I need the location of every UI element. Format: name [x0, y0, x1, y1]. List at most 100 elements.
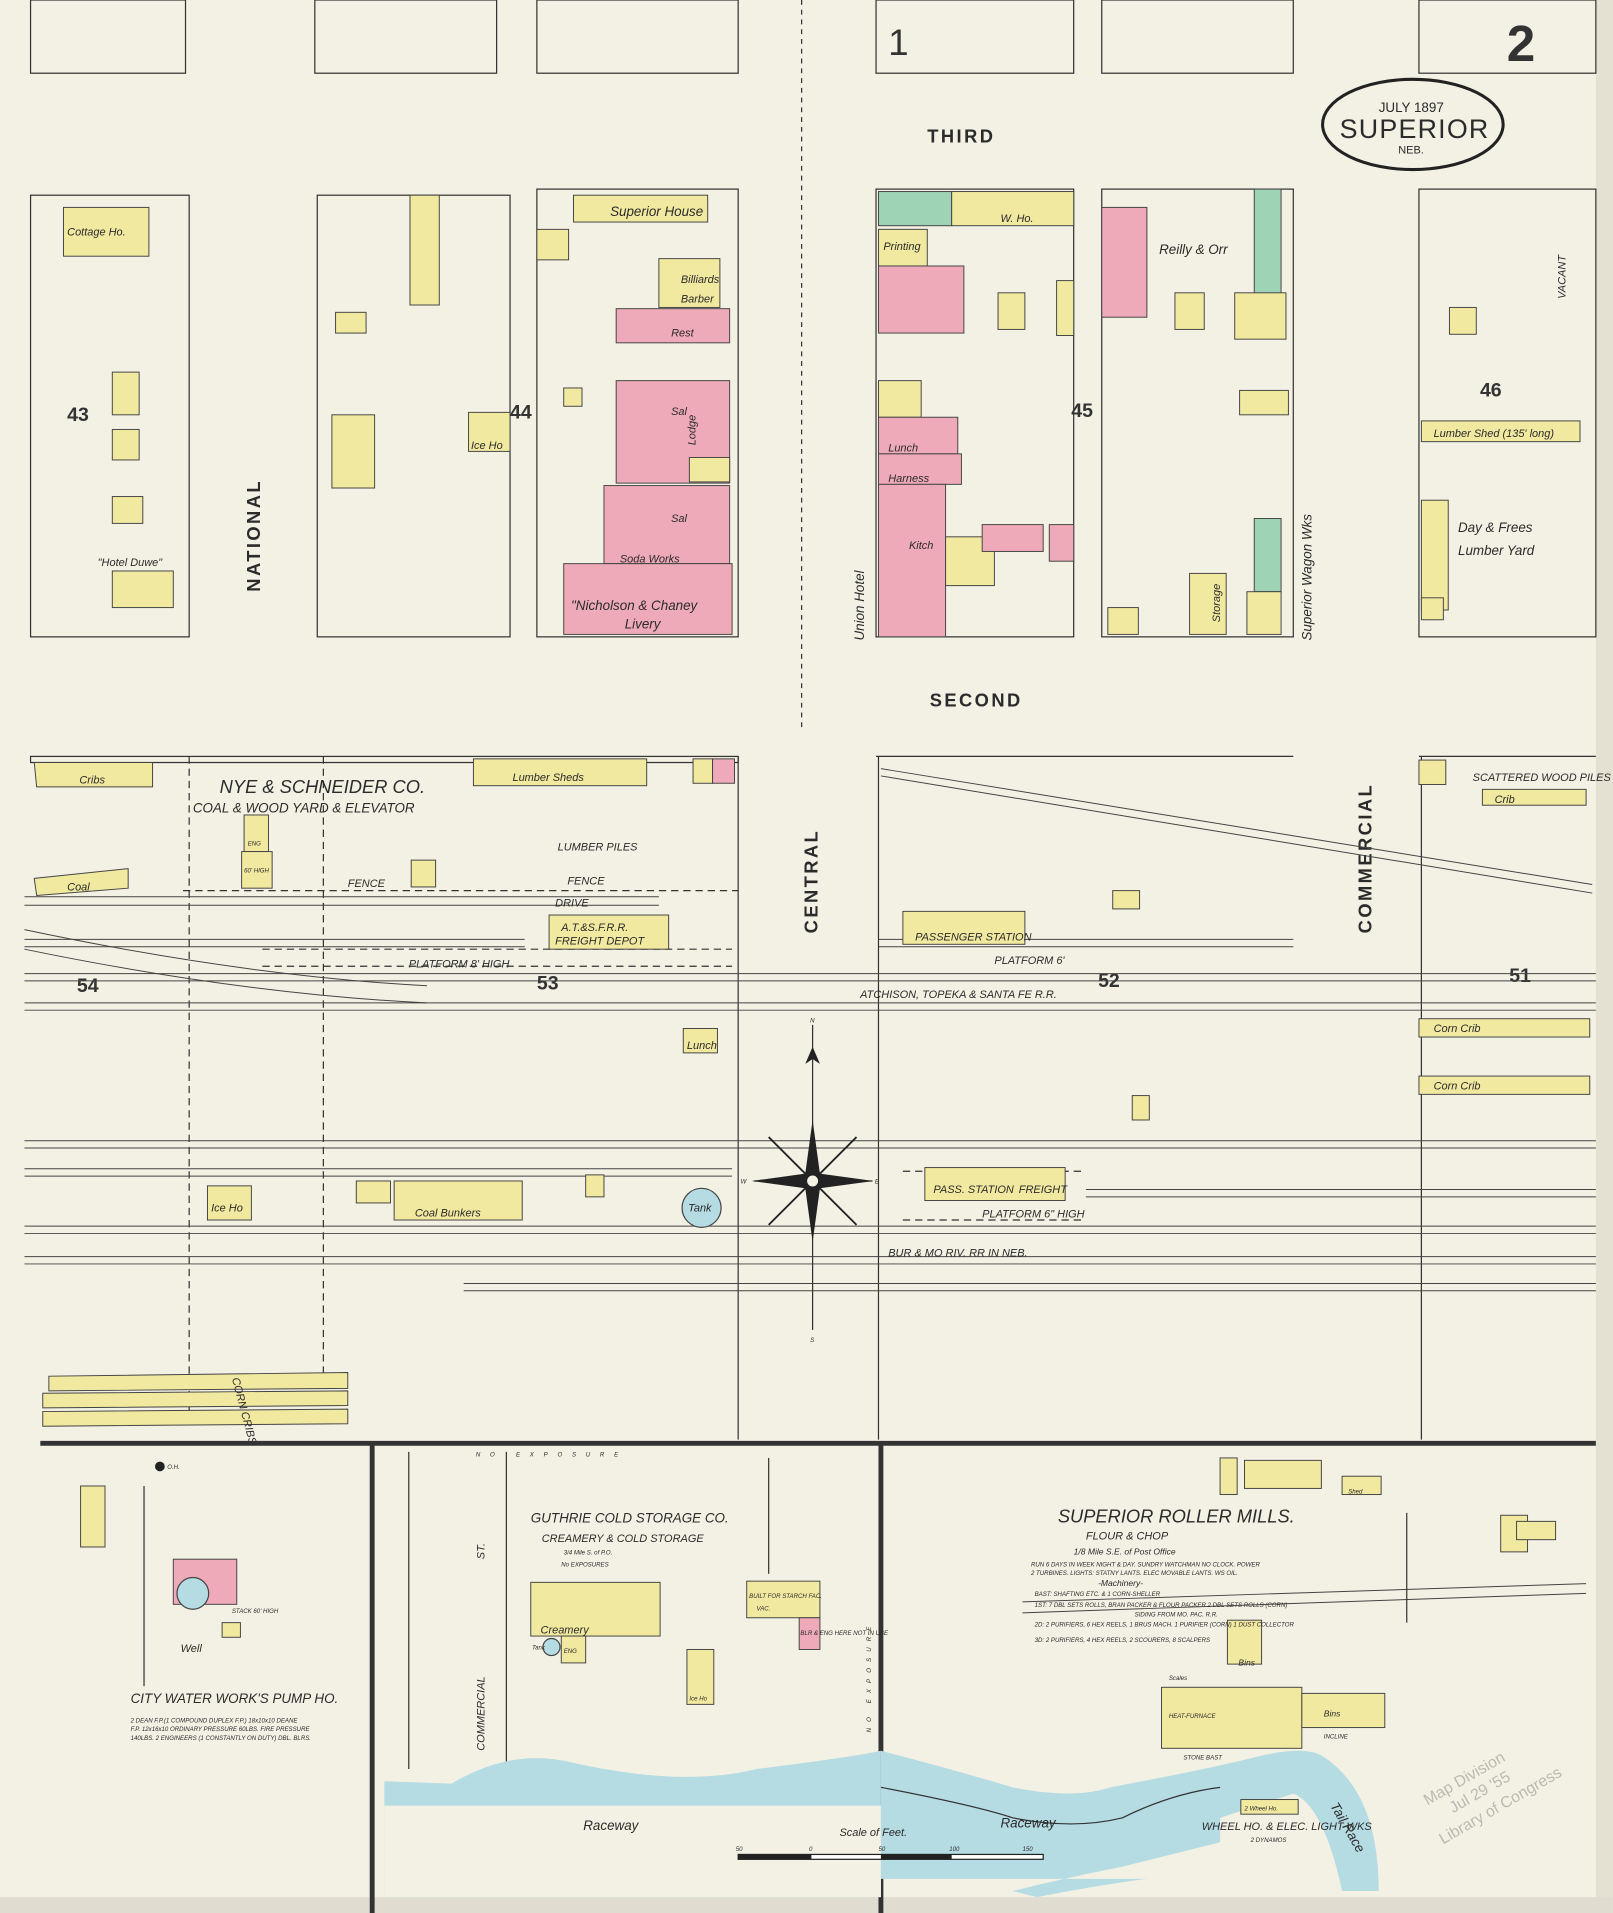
scale-tick-4: 150 [1022, 1846, 1033, 1853]
label-60-high: 60' HIGH [244, 867, 269, 874]
label-corn-crib-2: Corn Crib [1434, 1080, 1481, 1092]
label-kitch: Kitch [909, 540, 933, 552]
mills-note-1: RUN 6 DAYS IN WEEK NIGHT & DAY. SUNDRY W… [1031, 1562, 1260, 1569]
label-rest: Rest [671, 328, 695, 340]
label-raceway-2: Raceway [1000, 1816, 1056, 1831]
compass-w: W [741, 1178, 748, 1185]
label-platform-6-high: PLATFORM 6" HIGH [982, 1209, 1084, 1221]
mills-subtitle: FLOUR & CHOP [1086, 1531, 1169, 1543]
label-lodge: Lodge [686, 415, 698, 446]
guthrie-exposures: No EXPOSURES [561, 1562, 608, 1569]
title-state: NEB. [1398, 145, 1424, 157]
block-54: 54 [77, 975, 99, 997]
street-commercial: COMMERCIAL [1354, 783, 1375, 933]
guthrie-subtitle: CREAMERY & COLD STORAGE [542, 1533, 705, 1545]
paper-bottom [0, 1897, 1613, 1913]
guthrie-starch: BUILT FOR STARCH FAC. [749, 1593, 822, 1600]
mills-machinery-2: 2D: 2 PURIFIERS, 6 HEX REELS, 1 BRUS MAC… [1034, 1621, 1295, 1628]
label-lumber-sheds: Lumber Sheds [512, 772, 584, 784]
mills-wheel-title: WHEEL HO. & ELEC. LIGHT WKS [1202, 1821, 1373, 1833]
street-third: THIRD [927, 126, 995, 147]
mills-machinery-3: 3D: 2 PURIFIERS, 4 HEX REELS, 2 SCOURERS… [1035, 1637, 1210, 1644]
mills-bins-2: Bins [1324, 1709, 1341, 1719]
label-cribs: Cribs [79, 774, 105, 786]
label-lumber-shed: Lumber Shed (135' long) [1434, 428, 1554, 440]
label-printing: Printing [883, 241, 920, 253]
label-atsf-rr: ATCHISON, TOPEKA & SANTA FE R.R. [859, 989, 1057, 1001]
mills-title: SUPERIOR ROLLER MILLS. [1058, 1506, 1295, 1527]
label-superior-house: Superior House [610, 204, 703, 219]
roller-mills-inset: SUPERIOR ROLLER MILLS. FLOUR & CHOP 1/8 … [143, 1457, 1587, 1844]
label-reilly-orr: Reilly & Orr [1159, 242, 1228, 257]
label-crib: Crib [1495, 794, 1515, 806]
guthrie-not-in-use: BLR & ENG HERE NOT IN USE [800, 1630, 889, 1637]
label-nye-schneider: NYE & SCHNEIDER CO. [220, 776, 425, 797]
label-day-frees: Day & Frees [1458, 520, 1533, 535]
rail-yard [24, 755, 1596, 1440]
st-label: ST. [475, 1543, 487, 1559]
compass-s: S [810, 1337, 814, 1344]
label-lumber-yard: Lumber Yard [1458, 543, 1535, 558]
label-platform-8: PLATFORM 8' HIGH [409, 958, 510, 970]
compass-rose: N S E W [741, 1017, 880, 1344]
mills-dynamos: 2 DYNAMOS [1250, 1837, 1287, 1844]
mills-bins: Bins [1238, 1657, 1255, 1667]
label-sal-1: Sal [671, 406, 687, 418]
street-second: SECOND [930, 689, 1023, 710]
guthrie-ice: Ice Ho [689, 1696, 707, 1703]
label-raceway-1: Raceway [583, 1818, 639, 1833]
label-coal-bunkers: Coal Bunkers [415, 1207, 481, 1219]
stack-label: STACK 60' HIGH [232, 1608, 279, 1615]
scale-tick-0: 50 [736, 1846, 743, 1853]
top-blocks [29, 0, 1597, 74]
label-hotel-duwe: "Hotel Duwe" [98, 557, 164, 569]
label-nicholson-chaney: "Nicholson & Chaney [571, 598, 699, 613]
label-pass-station: PASS. STATION [933, 1184, 1014, 1196]
block-43: 43 [67, 404, 89, 426]
title-town: SUPERIOR [1340, 114, 1490, 144]
mills-machinery-heading: -Machinery- [1098, 1578, 1143, 1588]
label-eng: ENG [248, 840, 261, 847]
label-union-hotel: Union Hotel [852, 569, 867, 640]
pump-house-detail-2: F.P. 12x16x10 ORDINARY PRESSURE 60LBS. F… [131, 1726, 311, 1733]
label-lunch-yard: Lunch [687, 1040, 717, 1052]
guthrie-eng: ENG [564, 1648, 577, 1655]
label-lunch: Lunch [888, 442, 918, 454]
label-passenger-station: PASSENGER STATION [915, 932, 1031, 944]
label-coal-wood-yard: COAL & WOOD YARD & ELEVATOR [193, 801, 415, 816]
paper-edge [1595, 0, 1613, 1913]
compass-n: N [810, 1017, 815, 1024]
pump-house-detail-1: 2 DEAN F.P.(1 COMPOUND DUPLEX F.P.) 18x1… [130, 1718, 299, 1725]
scale-label: Scale of Feet. [839, 1827, 907, 1839]
street-central: CENTRAL [800, 829, 821, 934]
scale-bar: Scale of Feet. 50 0 50 100 150 [736, 1827, 1044, 1860]
label-freight: FREIGHT [1019, 1184, 1068, 1196]
mills-incline: INCLINE [1324, 1734, 1349, 1741]
label-fence-1: FENCE [348, 878, 386, 890]
label-cottage: Cottage Ho. [67, 226, 126, 238]
mills-wheel-ho: 2 Wheel Ho. [1243, 1806, 1278, 1813]
buildings-upper [63, 188, 1581, 638]
pump-house-inset: O.H. Well STACK 60' HIGH CITY WATER WORK… [80, 1461, 338, 1742]
label-billiards: Billiards [681, 274, 720, 286]
yard-labels: NYE & SCHNEIDER CO. COAL & WOOD YARD & E… [67, 772, 1611, 1447]
guthrie-inset: NO EXPOSURE NO EXPOSURE GUTHRIE COLD STO… [475, 1452, 889, 1751]
label-freight-depot: FREIGHT DEPOT [555, 935, 645, 947]
scale-tick-2: 50 [878, 1846, 885, 1853]
label-platform-6: PLATFORM 6' [994, 955, 1065, 967]
mills-shed: Shed [1348, 1488, 1363, 1495]
label-lumber-piles: LUMBER PILES [558, 841, 639, 853]
title-date: JULY 1897 [1379, 100, 1444, 115]
commercial-st-label: COMMERCIAL [475, 1676, 487, 1750]
mills-stone-bast: STONE BAST [1183, 1754, 1223, 1761]
label-w-ho: W. Ho. [1000, 213, 1033, 225]
label-bur-mo-rr: BUR & MO RIV. RR IN NEB. [888, 1248, 1027, 1260]
pump-house-detail-3: 140LBS. 2 ENGINEERS (1 CONSTANTLY ON DUT… [131, 1735, 311, 1742]
block-44: 44 [510, 401, 532, 423]
label-drive: DRIVE [555, 897, 589, 909]
block-51: 51 [1509, 965, 1531, 987]
label-atsf: A.T.&S.F.R.R. [560, 922, 628, 934]
mills-distance: 1/8 Mile S.E. of Post Office [1074, 1546, 1176, 1556]
no-exposure-side: NO EXPOSURE [866, 1621, 873, 1733]
